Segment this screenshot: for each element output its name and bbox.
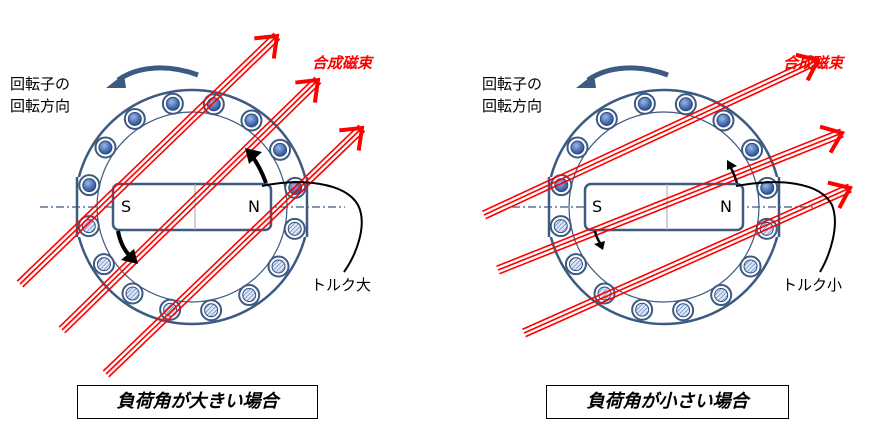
rotation-label-line2: 回転方向 [482,97,543,115]
stator-slot-coil [570,140,585,155]
stator-ring [73,88,311,326]
torque-label: トルク大 [311,276,372,294]
torque-arrowhead-s [121,249,138,264]
stator-slot-coil [635,302,650,317]
rotation-label: 回転子の 回転方向 [482,73,542,117]
flux-arrowhead [339,125,365,151]
stator-slot-coil [81,219,96,234]
stator-slot-coil [242,288,257,303]
stator-slot-coil [678,97,693,112]
flux-line [58,76,316,328]
stator-slot-coil [716,113,731,128]
flux-label: 合成磁束 [783,54,844,72]
rotation-direction-arrow [116,65,199,83]
stator-slot-coil [568,257,583,272]
flux-arrowhead [254,33,280,59]
torque-arrow-s [116,230,132,258]
stator-slot-coil [165,96,180,111]
stator-slot-coil [125,286,140,301]
flux-line [485,62,821,220]
rotation-label: 回転子の 回転方向 [10,73,70,117]
flux-line [16,32,275,282]
rotation-direction-arrow [586,65,669,83]
flux-arrowhead [827,180,853,210]
flux-line [105,127,363,375]
caption-small-angle: 負荷角が小さい場合 [546,385,789,419]
rotation-arrowhead [576,74,596,88]
rotation-arrowhead [106,74,126,88]
stator-slot-coil [273,142,288,157]
torque-callout-line [735,181,836,273]
pole-s-label: S [592,197,603,216]
stator-slot-coil [743,259,758,274]
stator-slot-coil [96,257,111,272]
flux-line [102,124,360,372]
stator-slot-coil [676,303,691,318]
stator-slot-coil [82,178,97,193]
torque-label: トルク小 [782,276,843,294]
rotation-label-line1: 回転子の [10,75,71,93]
rotation-label-line1: 回転子の [482,75,543,93]
torque-arrowhead-n [727,160,737,170]
flux-line [483,59,819,216]
stator-ring [545,88,783,326]
flux-line [496,128,841,268]
stator-slot-coil [127,111,142,126]
pole-s-label: S [121,197,132,216]
flux-line [64,82,322,334]
flux-line [19,35,278,285]
stator-slot-coil [98,140,113,155]
stator-slot-coil [204,303,219,318]
flux-label: 合成磁束 [312,54,373,72]
flux-line [108,130,366,378]
rotor-magnet [111,182,273,232]
pole-n-label: N [248,197,260,216]
flux-line [523,187,851,334]
torque-arrow-n [250,154,268,184]
flux-arrowhead [819,124,846,154]
flux-lines [481,52,853,338]
stator-slot-coil [271,259,286,274]
flux-line [22,38,281,288]
flux-line [481,55,817,213]
flux-arrowhead [295,77,321,103]
flux-line [525,190,852,338]
stator-slot-coil [714,288,729,303]
flux-line [497,132,843,271]
rotor-magnet [583,182,745,232]
flux-arrowhead [795,52,821,82]
stator-slot-coil [163,302,178,317]
rotation-label-line2: 回転方向 [10,97,71,115]
pole-n-label: N [720,197,732,216]
stator-slot-coil [553,219,568,234]
torque-arrow-n [729,167,739,184]
stator-slot-coil [637,96,652,111]
flux-lines [16,32,366,378]
torque-arrow-s [593,230,602,244]
panel-large-angle [16,32,366,378]
flux-line [522,183,849,331]
flux-line [61,79,319,331]
panel-small-angle [481,52,853,338]
stator-slot-coil [599,111,614,126]
torque-arrowhead-s [594,241,605,250]
stator-slot-coil [206,97,221,112]
stator-slot-coil [745,142,760,157]
stator-slot-coil [244,113,259,128]
stator-slot-coil [287,221,302,236]
torque-callout-line [261,181,363,273]
flux-line [499,135,844,275]
torque-arrowhead-n [245,148,262,164]
caption-large-angle: 負荷角が大きい場合 [77,385,318,419]
